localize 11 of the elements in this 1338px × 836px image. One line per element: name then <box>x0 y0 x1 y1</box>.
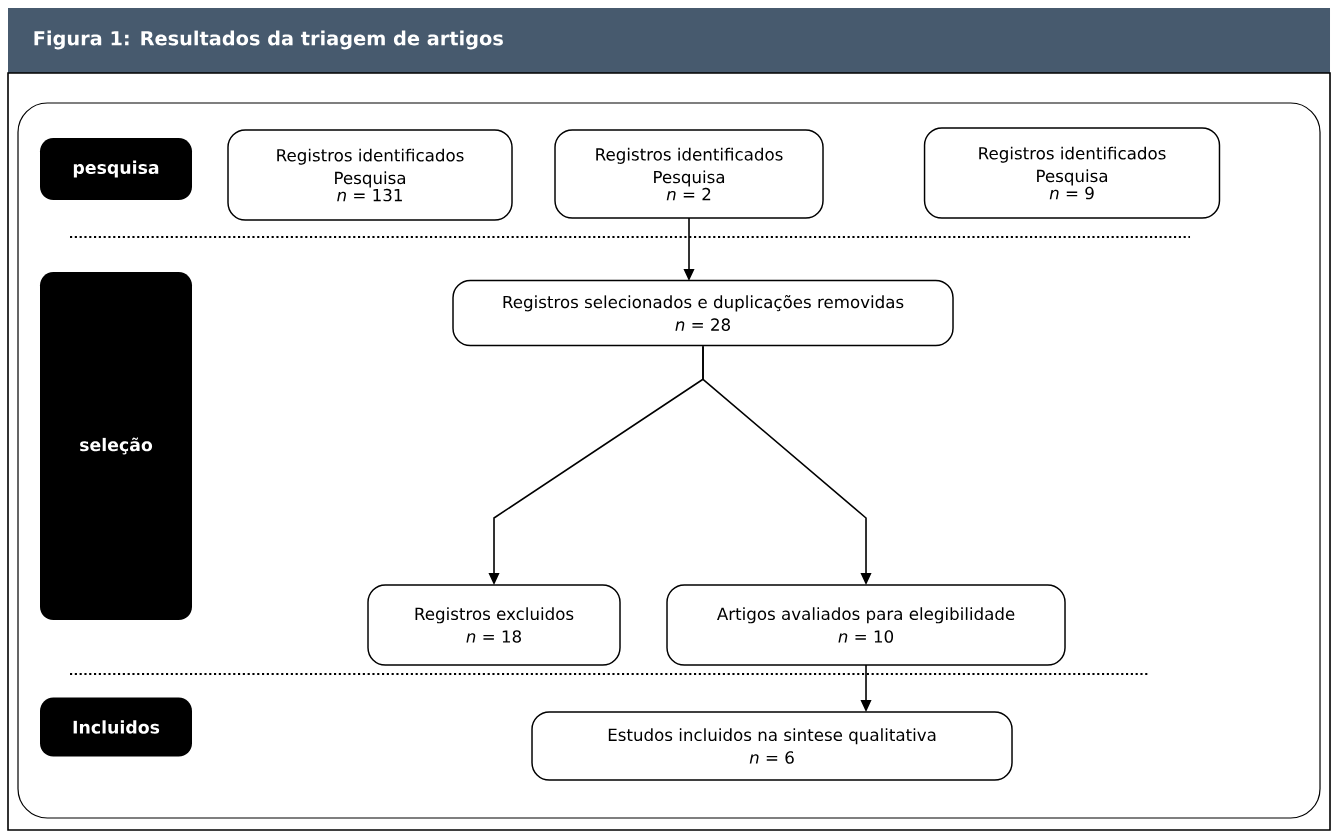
process-box: Artigos avaliados para elegibilidade n = 10 <box>666 584 1066 666</box>
process-box: Estudos incluidos na sintese qualitativa n = 6 <box>531 711 1013 781</box>
process-box: Registros identificados Pesquisa n = 2 <box>554 129 824 219</box>
stage-label: seleção <box>40 272 192 620</box>
process-box: Registros identificados Pesquisa n = 131 <box>227 129 513 221</box>
process-box: Registros selecionados e duplicações removidas n = 28 <box>452 279 954 347</box>
title-bar: Figura 1: Resultados da triagem de artigos <box>8 8 1330 73</box>
stage-label: pesquisa <box>40 138 192 200</box>
process-box: Registros identificados Pesquisa n = 9 <box>923 127 1221 219</box>
process-box: Registros excluidos n = 18 <box>367 584 621 666</box>
stage-label: Incluidos <box>40 697 192 757</box>
